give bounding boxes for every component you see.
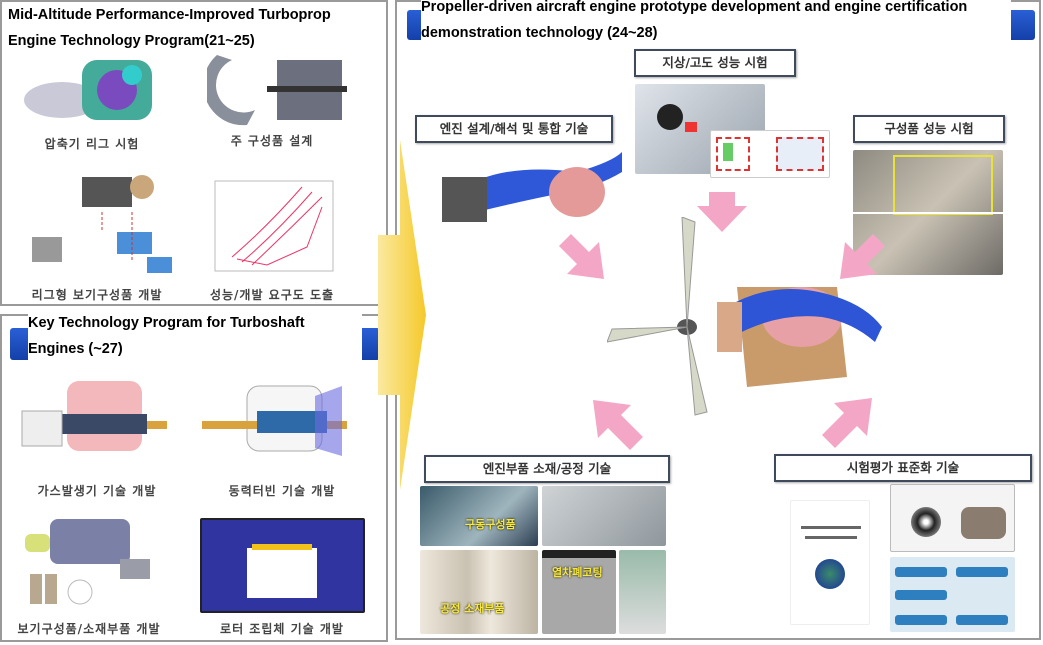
process-material-label: 공정 소재부품: [440, 602, 505, 615]
turboprop-engine-model-image: [607, 217, 882, 416]
coated-part-photo: [619, 550, 666, 634]
status-report-image: [890, 484, 1015, 552]
turboshaft-program-panel: Key Technology Program for Turboshaft En…: [0, 310, 388, 642]
flow-arrow-icon: [378, 140, 426, 490]
component-test-photos: [853, 150, 1003, 275]
drive-component-photo: 구동구성품: [420, 486, 538, 546]
thermal-barrier-coating-label: 열차폐코팅: [552, 566, 603, 579]
turboprop-program-panel: Mid-Altitude Performance-Improved Turbop…: [0, 0, 388, 306]
dod-specification-document-image: [790, 500, 870, 625]
gas-generator-image: [21, 381, 167, 451]
drive-component-label: 구동구성품: [465, 518, 516, 531]
arrow-up-right-icon: [822, 398, 872, 448]
caption-rotor-assembly: 로터 조립체 기술 개발: [220, 622, 344, 636]
arrow-down-left-icon: [840, 234, 885, 279]
engine-material-process-box: 엔진부품 소재/공정 기술: [424, 455, 670, 483]
caption-gas-generator: 가스발생기 기술 개발: [37, 484, 157, 498]
accessory-material-image: [25, 519, 150, 605]
propeller-program-title: Propeller-driven aircraft engine prototy…: [421, 0, 1011, 46]
process-flow-image: [890, 557, 1015, 632]
compressor-rig-image: [24, 60, 152, 120]
process-equipment-photo: [542, 486, 666, 546]
caption-rig-accessory-development: 리그형 보기구성품 개발: [31, 288, 163, 302]
caption-performance-requirements: 성능/개발 요구도 도출: [209, 288, 335, 302]
arrow-up-left-icon: [593, 400, 643, 450]
propeller-program-panel: Propeller-driven aircraft engine prototy…: [395, 0, 1041, 640]
test-evaluation-standardization-box: 시험평가 표준화 기술: [774, 454, 1032, 482]
caption-accessory-material: 보기구성품/소재부품 개발: [17, 622, 161, 636]
power-turbine-image: [202, 385, 347, 456]
caption-compressor-rig-test: 압축기 리그 시험: [44, 137, 140, 151]
engine-design-model-image: [442, 152, 622, 222]
rig-accessory-image: [32, 175, 172, 273]
turboshaft-program-title: Key Technology Program for Turboshaft En…: [28, 310, 362, 362]
arrow-down-center-icon: [697, 192, 747, 232]
material-parts-photo: 공정 소재부품: [420, 550, 538, 634]
caption-power-turbine: 동력터빈 기술 개발: [228, 484, 336, 498]
caption-main-component-design: 주 구성품 설계: [230, 134, 314, 148]
thermal-barrier-coating-photo: 열차폐코팅: [542, 550, 616, 634]
performance-map-chart-image: [214, 180, 334, 272]
component-performance-test-box: 구성품 성능 시험: [853, 115, 1005, 143]
test-schematic-image: [710, 130, 830, 178]
ground-altitude-test-box: 지상/고도 성능 시험: [634, 49, 796, 77]
rotor-assembly-poster-image: [200, 518, 365, 613]
arrow-down-right-icon: [559, 234, 604, 279]
main-component-image: [207, 55, 347, 126]
turboprop-program-title: Mid-Altitude Performance-Improved Turbop…: [8, 2, 378, 54]
engine-design-integration-box: 엔진 설계/해석 및 통합 기술: [415, 115, 613, 143]
